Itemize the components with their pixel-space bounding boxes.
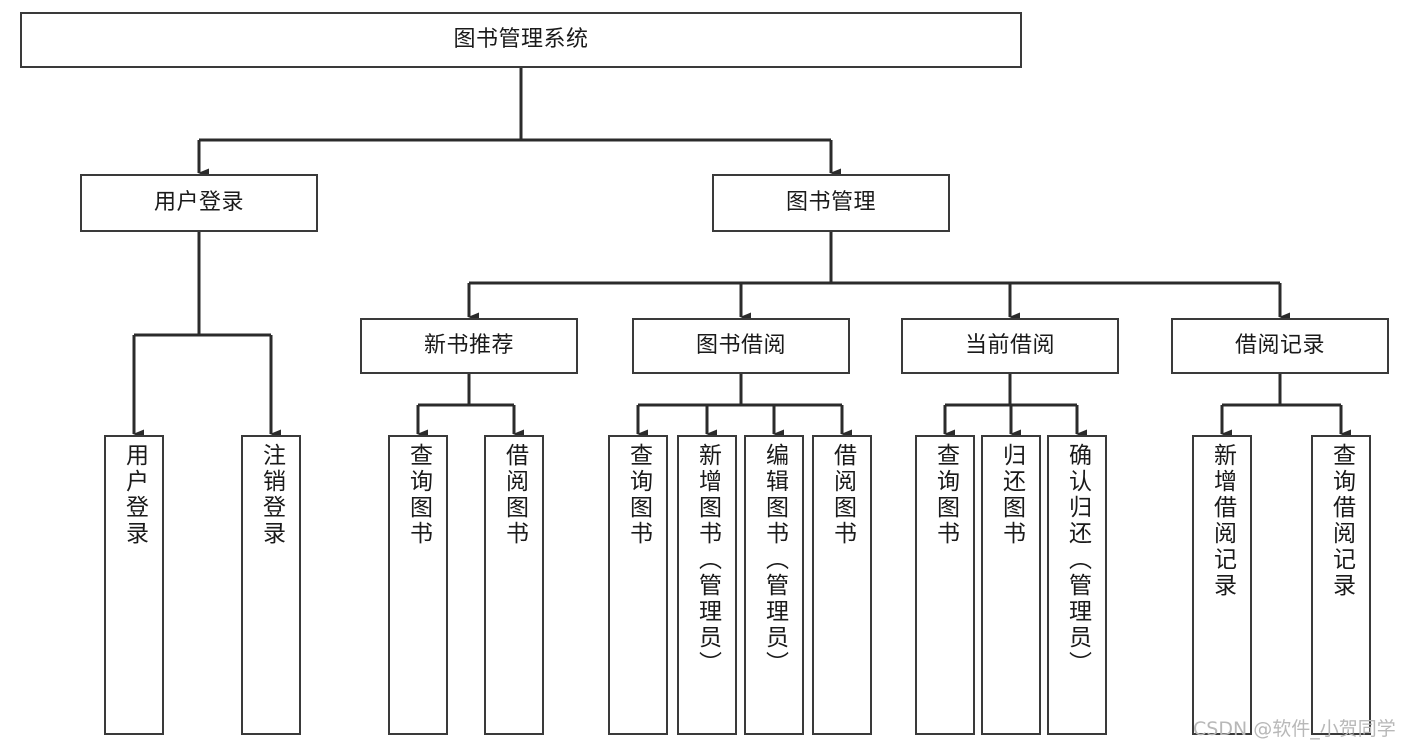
node-leaf-bor-2[interactable]: 新增图书（管理员） (677, 435, 737, 735)
node-label-leaf-new-1: 查询图书 (405, 443, 432, 547)
node-label-leaf-bor-4: 借阅图书 (829, 443, 856, 547)
node-label-leaf-rec-1: 新增借阅记录 (1209, 443, 1236, 599)
node-records[interactable]: 借阅记录 (1171, 318, 1389, 374)
node-label-leaf-new-2: 借阅图书 (501, 443, 528, 547)
node-leaf-new-1[interactable]: 查询图书 (388, 435, 448, 735)
node-label-leaf-bor-1: 查询图书 (625, 443, 652, 547)
node-leaf-login-1[interactable]: 用户登录 (104, 435, 164, 735)
node-label-login: 用户登录 (153, 190, 244, 216)
node-leaf-cur-2[interactable]: 归还图书 (981, 435, 1041, 735)
node-label-leaf-login-2: 注销登录 (258, 443, 285, 547)
node-leaf-new-2[interactable]: 借阅图书 (484, 435, 544, 735)
node-bookmgmt[interactable]: 图书管理 (712, 174, 950, 232)
node-label-leaf-rec-2: 查询借阅记录 (1328, 443, 1355, 599)
node-root[interactable]: 图书管理系统 (20, 12, 1022, 68)
node-label-leaf-cur-3: 确认归还（管理员） (1064, 443, 1091, 677)
node-label-bookmgmt: 图书管理 (785, 190, 876, 216)
node-label-records: 借阅记录 (1234, 333, 1325, 359)
node-label-leaf-cur-2: 归还图书 (998, 443, 1025, 547)
node-label-leaf-bor-3: 编辑图书（管理员） (761, 443, 788, 677)
node-label-leaf-cur-1: 查询图书 (932, 443, 959, 547)
node-leaf-bor-3[interactable]: 编辑图书（管理员） (744, 435, 804, 735)
node-label-newbook: 新书推荐 (423, 333, 514, 359)
node-leaf-rec-1[interactable]: 新增借阅记录 (1192, 435, 1252, 735)
node-leaf-rec-2[interactable]: 查询借阅记录 (1311, 435, 1371, 735)
node-label-borrow: 图书借阅 (695, 333, 786, 359)
node-label-current: 当前借阅 (964, 333, 1055, 359)
node-label-leaf-bor-2: 新增图书（管理员） (694, 443, 721, 677)
node-borrow[interactable]: 图书借阅 (632, 318, 850, 374)
node-label-leaf-login-1: 用户登录 (121, 443, 148, 547)
node-leaf-cur-1[interactable]: 查询图书 (915, 435, 975, 735)
node-newbook[interactable]: 新书推荐 (360, 318, 578, 374)
node-leaf-bor-1[interactable]: 查询图书 (608, 435, 668, 735)
node-leaf-login-2[interactable]: 注销登录 (241, 435, 301, 735)
node-leaf-cur-3[interactable]: 确认归还（管理员） (1047, 435, 1107, 735)
node-label-root: 图书管理系统 (453, 27, 589, 53)
node-leaf-bor-4[interactable]: 借阅图书 (812, 435, 872, 735)
connector-lines (132, 68, 1351, 439)
node-login[interactable]: 用户登录 (80, 174, 318, 232)
node-current[interactable]: 当前借阅 (901, 318, 1119, 374)
